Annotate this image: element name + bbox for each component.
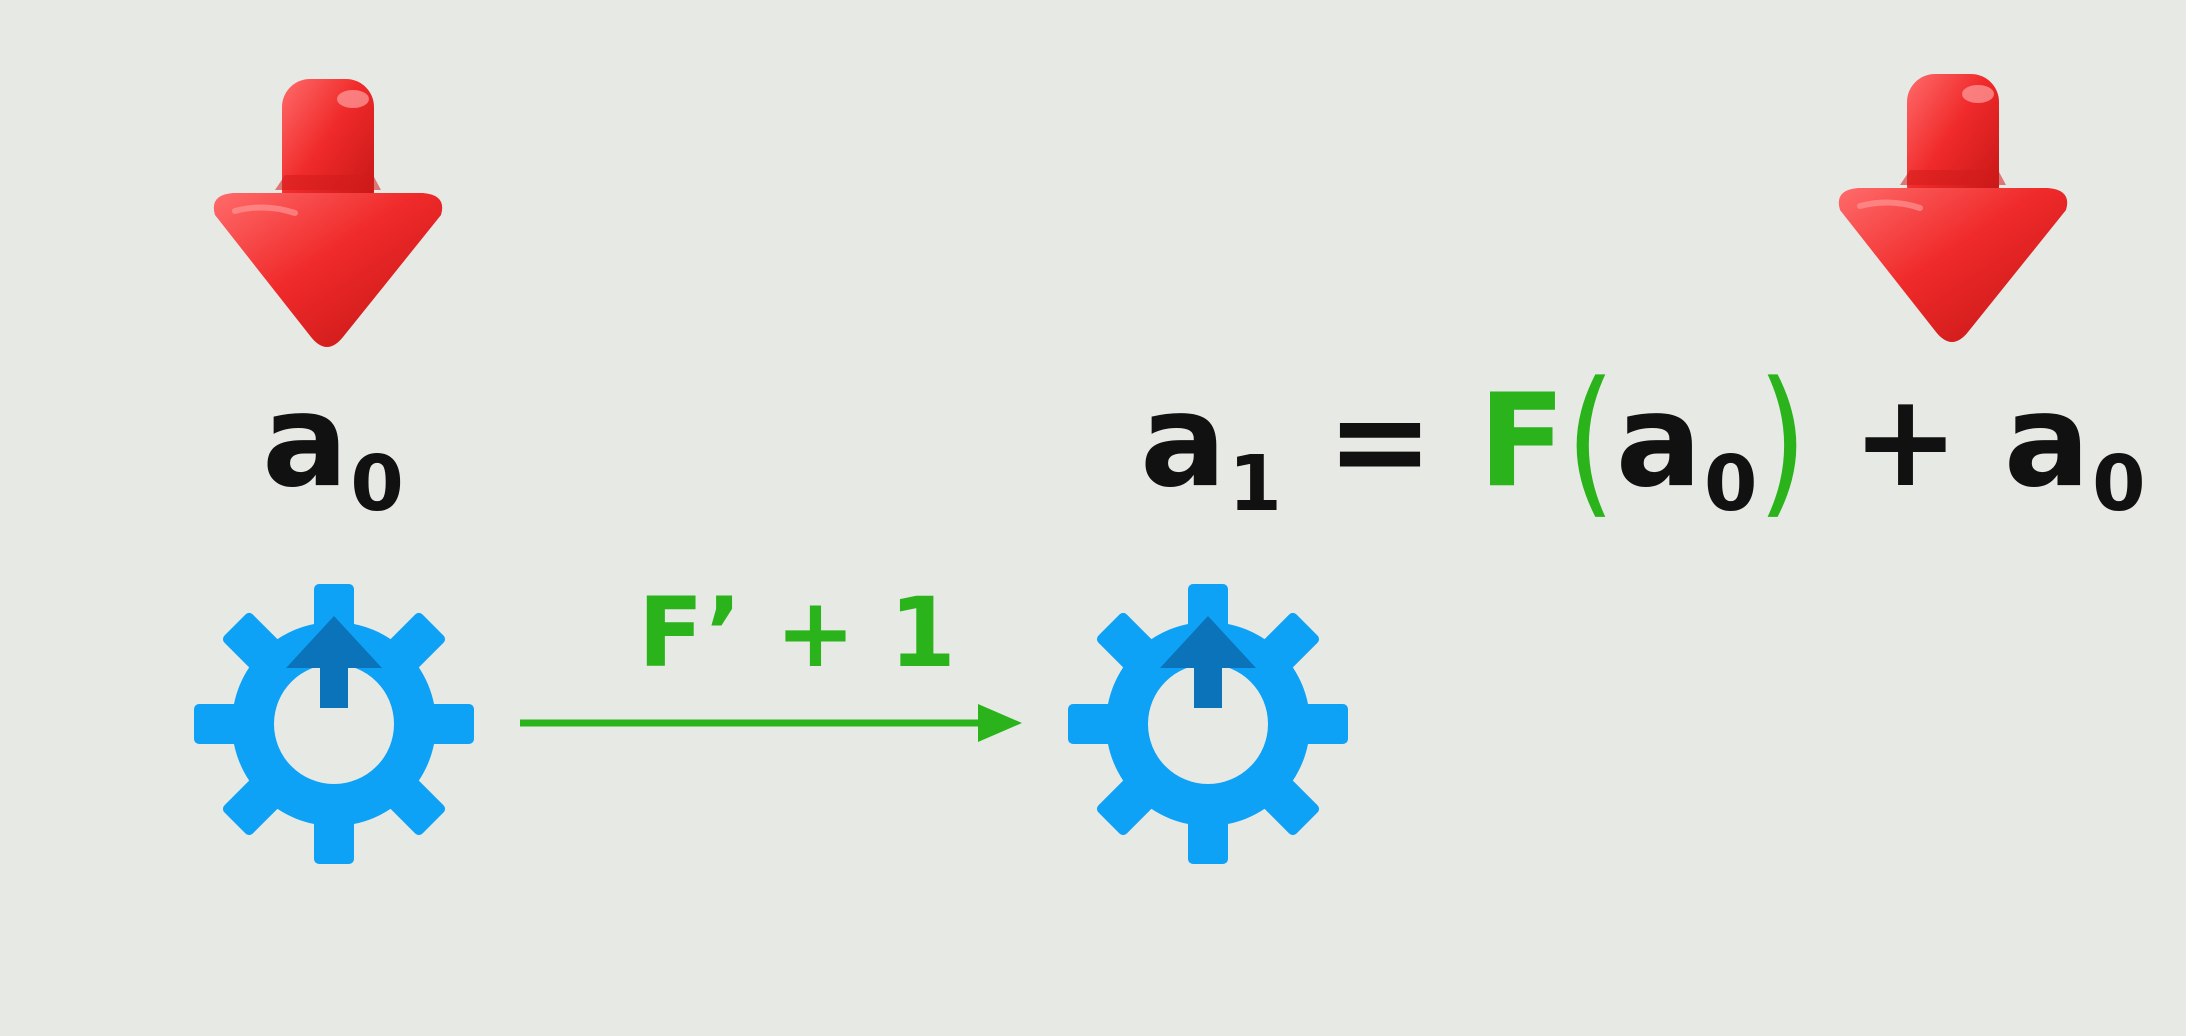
equation-plus: + xyxy=(1851,367,1960,516)
equation-tail-var: a xyxy=(2003,367,2091,516)
equation-close-paren: ) xyxy=(1757,348,1808,535)
left-term-var: a xyxy=(262,367,349,516)
equation-function: F xyxy=(1478,367,1566,516)
left-term-subscript: 0 xyxy=(350,439,404,529)
down-arrow-right-icon xyxy=(1830,70,2075,350)
recurrence-equation: a1 = F(a0) + a0 xyxy=(1140,361,2146,522)
left-term-a0: a0 xyxy=(262,378,404,523)
equation-lhs-var: a xyxy=(1140,367,1227,516)
equation-tail-subscript: 0 xyxy=(2092,439,2146,529)
equation-lhs-subscript: 1 xyxy=(1228,439,1282,529)
edge-label: F’ + 1 xyxy=(638,577,956,689)
connector-arrow-icon xyxy=(520,700,1025,746)
gear-right-icon xyxy=(1066,582,1350,866)
gear-left-icon xyxy=(192,582,476,866)
equation-arg-subscript: 0 xyxy=(1703,439,1758,529)
down-arrow-left-icon xyxy=(205,75,450,355)
equation-arg-var: a xyxy=(1615,367,1702,516)
equation-equals: = xyxy=(1326,367,1434,516)
equation-open-paren: ( xyxy=(1565,348,1616,535)
